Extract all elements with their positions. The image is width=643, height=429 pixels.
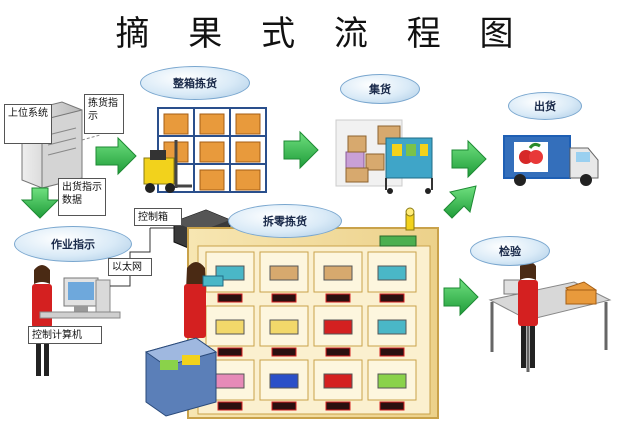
label-control-computer: 控制计算机: [28, 326, 102, 344]
arrow-to-inspection: [443, 277, 479, 317]
rack-item: [269, 265, 299, 281]
worker-left: [32, 265, 52, 376]
label-shipping-instruction-data: 出货指示数据: [58, 178, 106, 216]
pick-display: [379, 401, 405, 411]
diagram-title: 摘 果 式 流 程 图: [115, 14, 528, 54]
arrow-to-consolidation: [283, 130, 319, 170]
rack-item: [323, 265, 353, 281]
pick-display: [379, 293, 405, 303]
forklift: [143, 140, 192, 193]
rack-item: [323, 319, 353, 335]
rack-item: [377, 373, 407, 389]
pick-display: [325, 401, 351, 411]
arrow-to-whole-box-picking: [95, 136, 137, 176]
rack-item: [269, 319, 299, 335]
pick-display: [379, 347, 405, 357]
label-picking-instruction: 拣货指示: [84, 94, 124, 134]
rack-item: [377, 319, 407, 335]
worker-inspection: [518, 261, 538, 368]
connector-line: [81, 134, 101, 141]
rack-item: [377, 265, 407, 281]
rack-signal-light: [379, 207, 417, 247]
pick-display: [325, 347, 351, 357]
pick-display: [217, 347, 243, 357]
pick-display: [217, 293, 243, 303]
inspection-table: [488, 279, 612, 372]
stage-piece-picking: 拆零拣货: [228, 204, 342, 238]
delivery-truck: [503, 135, 599, 186]
stage-work-instruction: 作业指示: [14, 226, 132, 262]
arrow-to-shipping: [451, 139, 487, 179]
computer-station: [39, 277, 121, 319]
worker-picking: [184, 262, 224, 338]
stage-whole-box-picking: 整箱拣货: [140, 66, 250, 100]
pick-display: [217, 401, 243, 411]
label-upper-system: 上位系统: [4, 104, 52, 144]
pick-display: [271, 293, 297, 303]
pick-display: [325, 293, 351, 303]
arrow-rack-to-consolidation: [443, 185, 477, 219]
rack-item: [323, 373, 353, 389]
label-control-box: 控制箱: [134, 208, 182, 226]
picking-cart: [144, 337, 218, 417]
arrow-down-to-work-instruction: [20, 187, 60, 219]
consolidation-cart: [385, 137, 433, 194]
rack-item: [269, 373, 299, 389]
stage-inspection: 检验: [470, 236, 550, 266]
rack-item: [215, 319, 245, 335]
rack-item: [215, 373, 245, 389]
pick-display: [271, 347, 297, 357]
label-ethernet: 以太网: [108, 258, 152, 276]
stage-shipping: 出货: [508, 92, 582, 120]
stage-consolidation: 集货: [340, 74, 420, 104]
pick-display: [271, 401, 297, 411]
